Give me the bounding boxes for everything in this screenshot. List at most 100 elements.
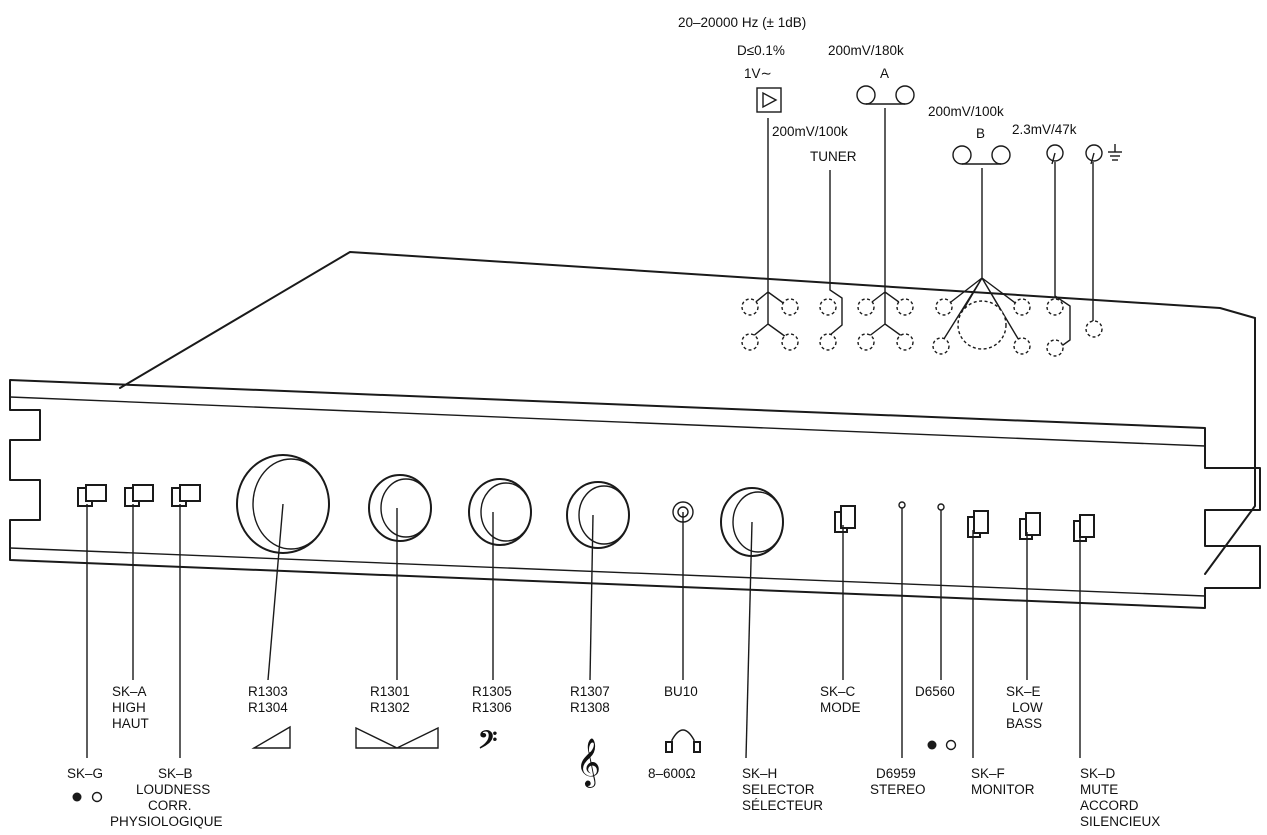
balance-label: R1301 bbox=[370, 684, 410, 699]
balance-icon bbox=[355, 726, 439, 749]
jack-tape-b-2 bbox=[1013, 298, 1031, 316]
jack-tape-a-3 bbox=[857, 333, 875, 351]
headphone-icon bbox=[665, 729, 701, 753]
sk-h-label: SELECTOR bbox=[742, 782, 815, 797]
tape-a-icon bbox=[856, 85, 915, 105]
sk-g-label: SK–G bbox=[67, 766, 103, 781]
sk-e-label: SK–E bbox=[1006, 684, 1041, 699]
switch-sk-g[interactable] bbox=[77, 484, 107, 507]
sk-c-label: MODE bbox=[820, 700, 861, 715]
rear-symbols bbox=[756, 85, 1122, 165]
off-dot-icon bbox=[945, 739, 957, 751]
volume-icon bbox=[251, 725, 291, 749]
tape-b-name-label: B bbox=[976, 126, 985, 141]
frequency-response-label: 20–20000 Hz (± 1dB) bbox=[678, 15, 806, 30]
sk-d-label: MUTE bbox=[1080, 782, 1118, 797]
switch-sk-d[interactable] bbox=[1073, 514, 1095, 542]
off-dot-icon bbox=[91, 791, 103, 803]
switch-sk-c[interactable] bbox=[834, 505, 856, 533]
jack-tuner-1 bbox=[819, 298, 837, 316]
volume-label: R1304 bbox=[248, 700, 288, 715]
tape-b-icon bbox=[952, 145, 1011, 165]
headphone-label: 8–600Ω bbox=[648, 766, 696, 781]
distortion-label: D≤0.1% bbox=[737, 43, 785, 58]
switch-sk-b[interactable] bbox=[171, 484, 201, 507]
sk-d-label: ACCORD bbox=[1080, 798, 1139, 813]
front-panel bbox=[9, 379, 1261, 609]
leader-lines bbox=[86, 503, 1081, 759]
jack-tape-b-4 bbox=[1013, 337, 1031, 355]
led-d6959 bbox=[898, 501, 906, 509]
treble-label: R1308 bbox=[570, 700, 610, 715]
d6959-label: D6959 bbox=[876, 766, 916, 781]
tape-b-spec-label: 200mV/100k bbox=[928, 104, 1004, 119]
d6560-label: D6560 bbox=[915, 684, 955, 699]
balance-label: R1302 bbox=[370, 700, 410, 715]
on-dot-icon bbox=[927, 740, 937, 750]
sk-e-label: BASS bbox=[1006, 716, 1042, 731]
jack-tape-b-3 bbox=[932, 337, 950, 355]
sk-b-label: LOUDNESS bbox=[136, 782, 210, 797]
sk-c-label: SK–C bbox=[820, 684, 856, 699]
d6959-label: STEREO bbox=[870, 782, 926, 797]
phono-spec-label: 2.3mV/47k bbox=[1012, 122, 1077, 137]
phono-icon bbox=[1046, 144, 1103, 165]
sk-b-label: PHYSIOLOGIQUE bbox=[110, 814, 223, 829]
sk-b-label: CORR. bbox=[148, 798, 192, 813]
tuner-spec-label: 200mV/100k bbox=[772, 124, 848, 139]
jack-phono-2 bbox=[1046, 339, 1064, 357]
jack-output-2 bbox=[781, 298, 799, 316]
ground-icon bbox=[1108, 144, 1122, 161]
jack-output-1 bbox=[741, 298, 759, 316]
jack-tuner-2 bbox=[819, 333, 837, 351]
bass-label: R1305 bbox=[472, 684, 512, 699]
switch-sk-e[interactable] bbox=[1019, 512, 1041, 540]
jack-tape-a-1 bbox=[857, 298, 875, 316]
switch-sk-f[interactable] bbox=[967, 510, 989, 538]
knob-treble[interactable] bbox=[566, 481, 630, 549]
led-d6560 bbox=[937, 503, 945, 511]
switch-sk-a[interactable] bbox=[124, 484, 154, 507]
knob-balance[interactable] bbox=[368, 474, 432, 542]
tuner-name-label: TUNER bbox=[810, 149, 857, 164]
output-level-label: 1V∼ bbox=[744, 66, 772, 81]
jack-tape-b-din bbox=[957, 300, 1007, 350]
sk-a-label: SK–A bbox=[112, 684, 147, 699]
tape-a-spec-label: 200mV/180k bbox=[828, 43, 904, 58]
jack-tape-b-1 bbox=[935, 298, 953, 316]
on-dot-icon bbox=[72, 792, 82, 802]
sk-f-label: SK–F bbox=[971, 766, 1005, 781]
treble-clef-icon: 𝄞 bbox=[576, 738, 601, 788]
indicator-dots bbox=[72, 739, 957, 803]
sk-a-label: HIGH bbox=[112, 700, 146, 715]
front-controls bbox=[77, 454, 1095, 557]
headphone-label: BU10 bbox=[664, 684, 698, 699]
sk-b-label: SK–B bbox=[158, 766, 193, 781]
sk-e-label: LOW bbox=[1012, 700, 1043, 715]
treble-label: R1307 bbox=[570, 684, 610, 699]
rear-jacks bbox=[741, 108, 1103, 357]
amplifier-icon bbox=[756, 87, 782, 113]
jack-tape-a-2 bbox=[896, 298, 914, 316]
jack-output-3 bbox=[741, 333, 759, 351]
jack-output-4 bbox=[781, 333, 799, 351]
jack-ground bbox=[1085, 320, 1103, 338]
bass-clef-icon: 𝄢 bbox=[478, 727, 497, 760]
rear-labels: 20–20000 Hz (± 1dB) D≤0.1% 1V∼ 200mV/180… bbox=[678, 15, 1077, 164]
sk-h-label: SK–H bbox=[742, 766, 777, 781]
sk-h-label: SÉLECTEUR bbox=[742, 798, 823, 813]
sk-f-label: MONITOR bbox=[971, 782, 1035, 797]
sk-d-label: SILENCIEUX bbox=[1080, 814, 1160, 829]
tape-a-name-label: A bbox=[880, 66, 889, 81]
front-symbols: 𝄢 𝄞 bbox=[251, 725, 701, 788]
sk-d-label: SK–D bbox=[1080, 766, 1116, 781]
jack-phono-1 bbox=[1046, 298, 1064, 316]
bass-label: R1306 bbox=[472, 700, 512, 715]
sk-a-label: HAUT bbox=[112, 716, 149, 731]
front-labels: SK–G SK–A HIGH HAUT SK–B LOUDNESS CORR. … bbox=[67, 684, 1160, 829]
jack-tape-a-4 bbox=[896, 333, 914, 351]
volume-label: R1303 bbox=[248, 684, 288, 699]
chassis-top-panel bbox=[119, 251, 1256, 575]
knob-bass[interactable] bbox=[468, 478, 532, 546]
